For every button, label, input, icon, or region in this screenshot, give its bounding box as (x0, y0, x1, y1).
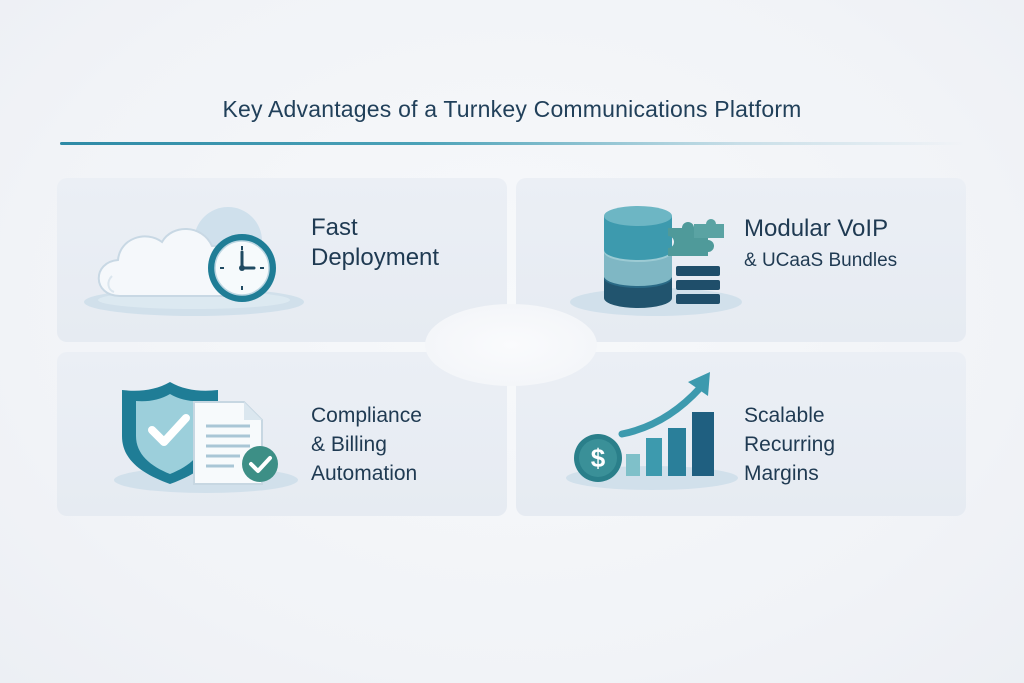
card-modular-voip (516, 178, 966, 342)
card-label-fast-deployment: Fast Deployment (311, 213, 439, 273)
page-title: Key Advantages of a Turnkey Communicatio… (222, 96, 802, 122)
database-stack-icon (604, 206, 672, 308)
svg-text:$: $ (591, 443, 606, 473)
label-line: Recurring (744, 433, 836, 456)
card-label-compliance-billing: Compliance & Billing Automation (311, 401, 422, 488)
label-line: Scalable (744, 404, 825, 427)
card-scalable-margins (516, 352, 966, 516)
check-badge-icon (242, 446, 278, 482)
trend-arrow-icon (618, 372, 710, 438)
scalable-margins-illustration: $ (566, 372, 738, 490)
label-line: Compliance (311, 404, 422, 427)
center-connector-oval (425, 304, 597, 386)
compliance-illustration (114, 382, 298, 493)
puzzle-piece-icon (668, 219, 724, 256)
server-stack-icon (676, 266, 720, 304)
card-label-modular-voip: Modular VoIP (744, 215, 889, 242)
label-line: Automation (311, 462, 418, 485)
label-line: Fast (311, 214, 358, 241)
title-divider (60, 142, 965, 145)
clock-icon (208, 234, 276, 302)
card-label-scalable-margins: Scalable Recurring Margins (744, 401, 835, 488)
dollar-coin-icon: $ (574, 434, 622, 482)
label-line: Margins (744, 462, 819, 485)
card-sublabel-ucaas: & UCaaS Bundles (744, 250, 898, 271)
label-line: Deployment (311, 244, 440, 271)
label-line: & Billing (311, 433, 387, 456)
modular-voip-illustration (570, 206, 742, 316)
fast-deployment-illustration (84, 207, 304, 316)
bar-chart-icon (626, 412, 714, 476)
